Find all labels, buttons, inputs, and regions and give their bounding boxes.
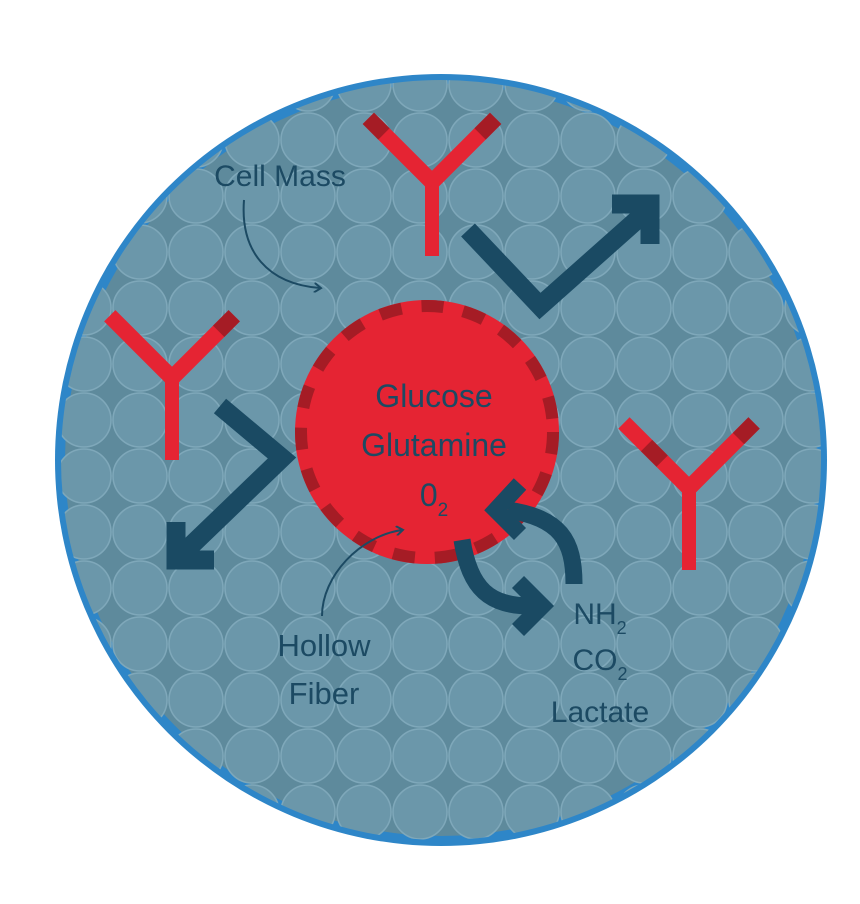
antibody-icon — [104, 310, 240, 460]
glucose-label: Glucose — [375, 378, 492, 414]
hollow-label: Hollow — [277, 628, 371, 663]
antibody-icon — [362, 112, 502, 256]
flow-arrow-icon — [166, 398, 297, 570]
co2-label: CO2 — [572, 644, 627, 684]
cell-mass-label: Cell Mass — [214, 160, 346, 193]
antibody-icon — [618, 417, 760, 570]
flow-arrow-icon — [484, 478, 583, 585]
flow-arrow-icon — [461, 194, 660, 320]
curved-pointer-icon — [321, 530, 402, 617]
fiber-label: Fiber — [289, 676, 360, 711]
glutamine-label: Glutamine — [361, 427, 507, 463]
nh2-label: NH2 — [573, 598, 626, 638]
hollow-fiber — [295, 300, 559, 564]
curved-pointer-icon — [242, 199, 320, 288]
oxygen-label: 02 — [420, 477, 448, 521]
lactate-label: Lactate — [551, 696, 649, 729]
flow-arrow-icon — [453, 538, 555, 637]
